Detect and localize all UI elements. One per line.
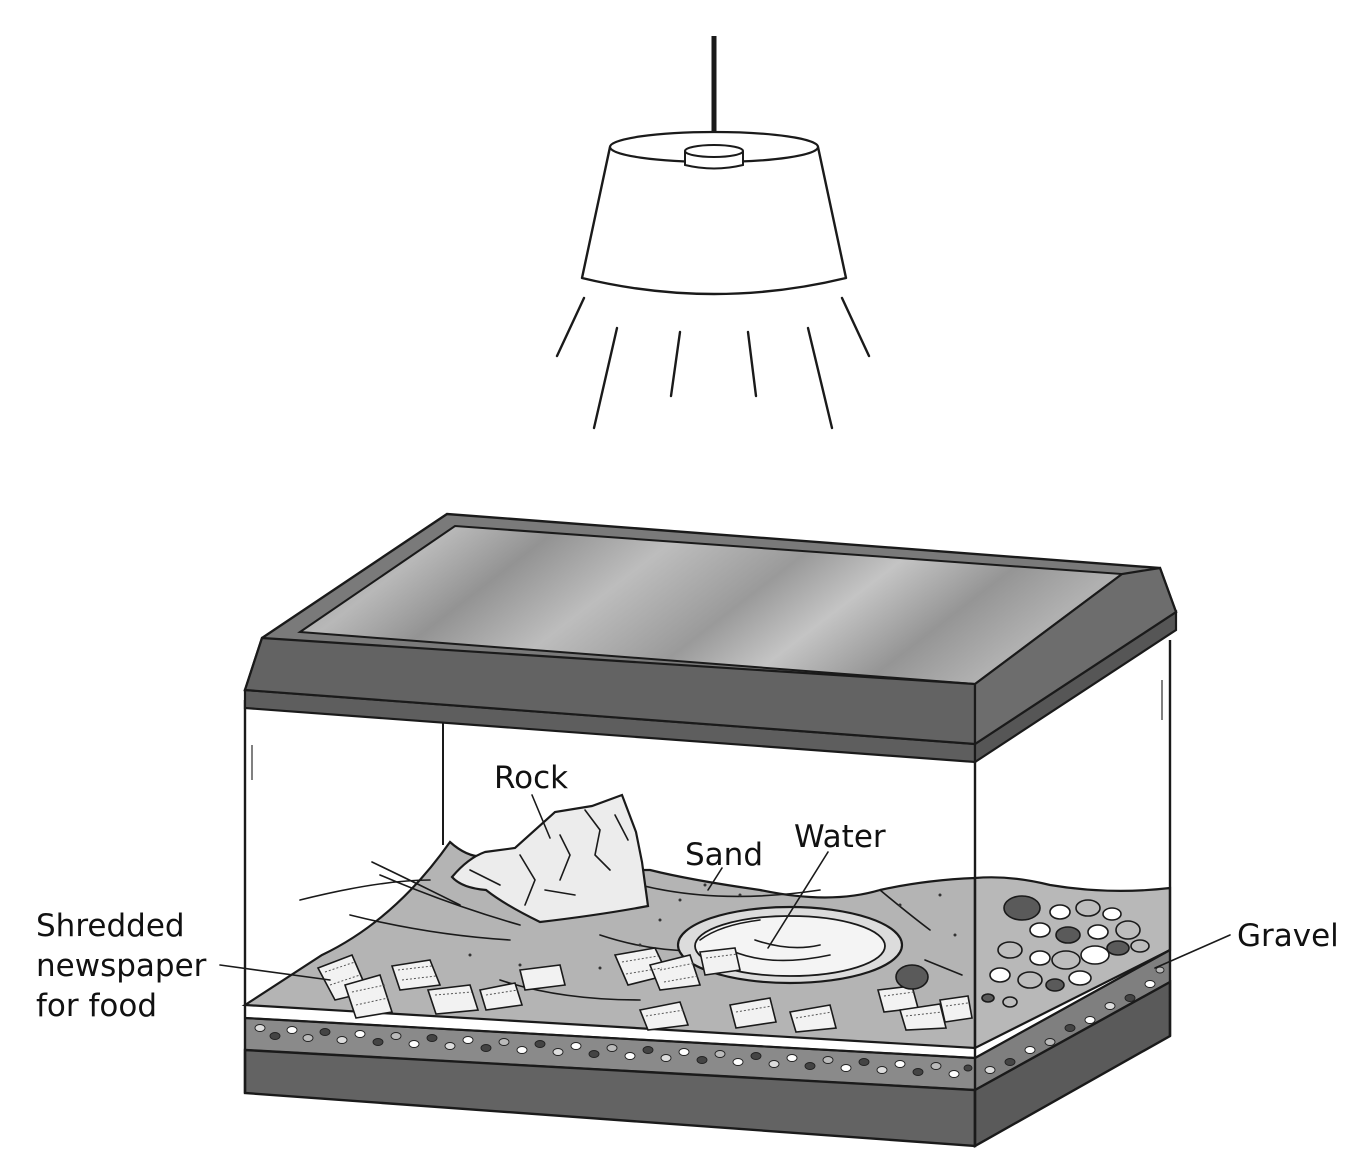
leader-rock	[531, 794, 551, 839]
heat-lamp	[555, 36, 871, 430]
label-sand: Sand	[685, 837, 763, 873]
gravel-stones-side	[984, 966, 1165, 1074]
lamp-shade	[580, 145, 848, 296]
label-newspaper-line-3: for food	[36, 988, 157, 1024]
lamp-socket-top	[684, 144, 744, 158]
label-gravel: Gravel	[1237, 918, 1339, 954]
rock	[450, 793, 650, 924]
leader-newspaper	[219, 964, 331, 981]
label-rock: Rock	[494, 760, 568, 796]
lid-side-bevel	[973, 566, 1178, 747]
leader-sand	[707, 867, 723, 891]
newspaper-print	[324, 953, 969, 1019]
leader-gravel	[1154, 934, 1231, 969]
label-newspaper-line-2: newspaper	[36, 948, 207, 984]
rock-cracks	[469, 809, 629, 906]
light-rays	[555, 296, 871, 430]
gravel-stones-front	[254, 1024, 973, 1078]
leader-water	[767, 851, 829, 949]
label-newspaper-line-1: Shredded	[36, 908, 185, 944]
leader-lines	[219, 794, 1231, 981]
pebbles	[895, 895, 1150, 1008]
label-water: Water	[794, 819, 886, 855]
terrarium-tank	[241, 512, 1178, 1149]
